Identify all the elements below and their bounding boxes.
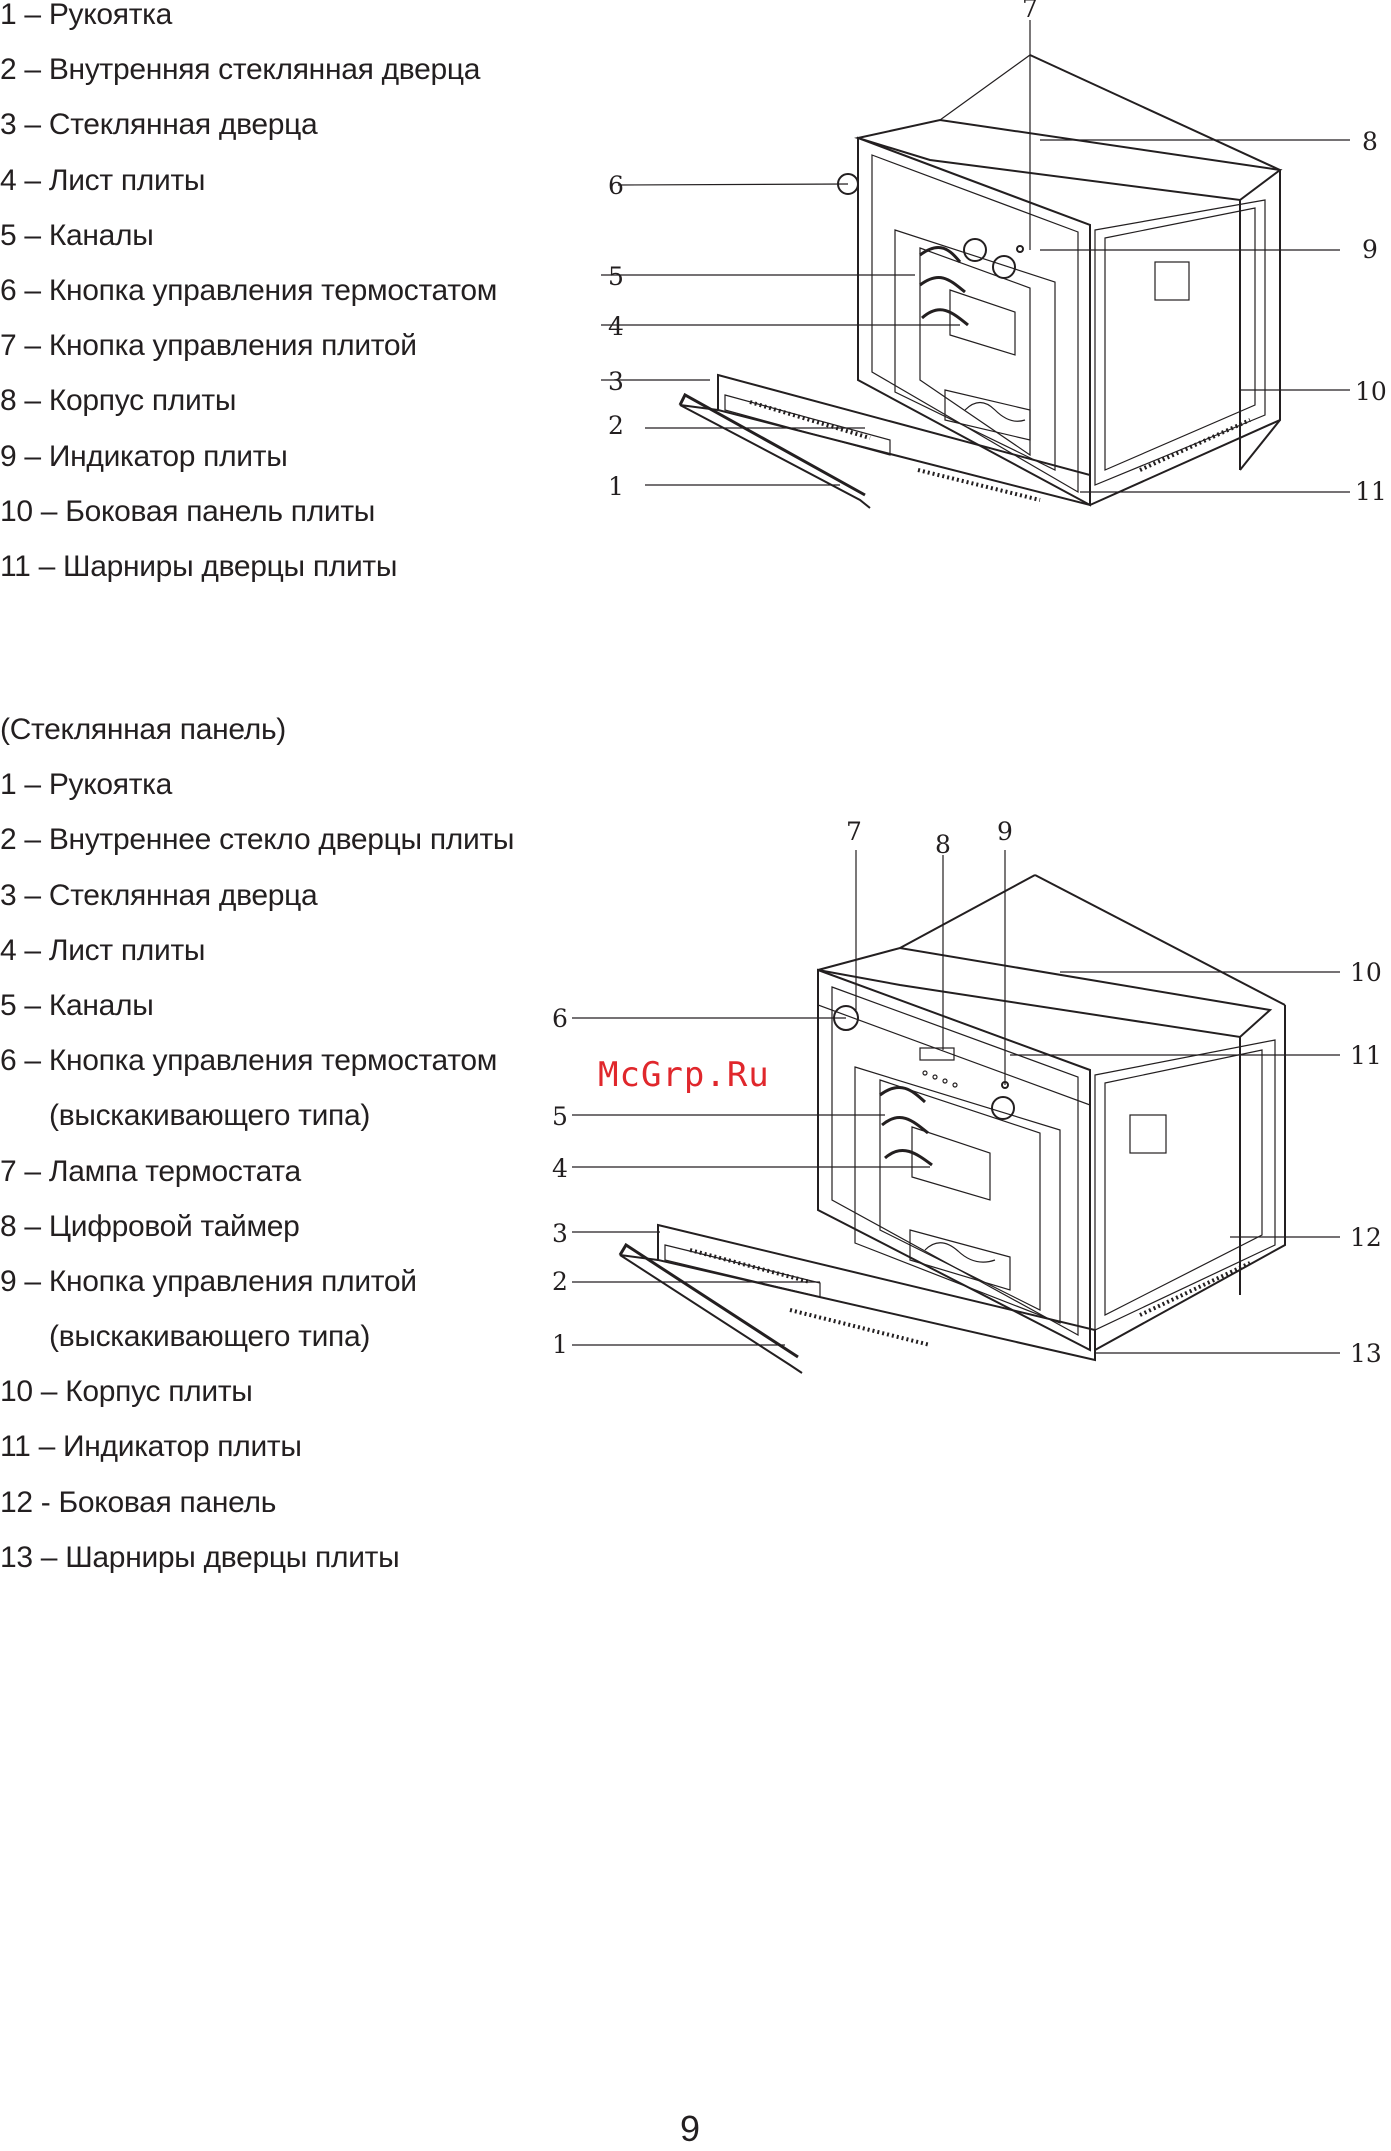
page-number: 9 (680, 2108, 701, 2149)
callout-2: 2 (552, 1267, 568, 1296)
legend-item: 8 – Цифровой таймер (0, 1209, 300, 1243)
oven-knob (991, 1096, 1015, 1120)
callout-10: 10 (1350, 958, 1382, 987)
callout-4: 4 (608, 312, 624, 341)
legend-item: 7 – Лампа термостата (0, 1154, 301, 1188)
callout-10: 10 (1355, 377, 1387, 406)
legend-item: 6 – Кнопка управления термостатом (0, 273, 498, 307)
callout-11: 11 (1355, 477, 1387, 506)
side-panel (1094, 1039, 1276, 1331)
callout-5: 5 (608, 262, 624, 291)
callout-labels: 1 2 3 4 5 6 7 8 9 10 11 12 13 (552, 817, 1382, 1368)
side-handle (1129, 1114, 1167, 1154)
callout-2: 2 (608, 411, 624, 440)
callout-6: 6 (608, 171, 624, 200)
watermark: McGrp.Ru (598, 1055, 770, 1095)
oven-diagram-2: 1 2 3 4 5 6 7 8 9 10 11 12 13 (552, 817, 1382, 1374)
legend-item: 9 – Индикатор плиты (0, 439, 288, 473)
legend-item: 1 – Рукоятка (0, 768, 173, 802)
legend-item: 11 – Шарниры дверцы плиты (0, 549, 398, 583)
oven-knob (963, 238, 987, 262)
callout-1: 1 (552, 1330, 568, 1359)
legend-item: 12 - Боковая панель (0, 1485, 277, 1519)
legend-item: 6 – Кнопка управления термостатом (0, 1044, 498, 1078)
legend-item-continuation: (выскакивающего типа) (49, 1320, 371, 1354)
callout-7: 7 (846, 817, 862, 846)
legend-item: 2 – Внутреннее стекло дверцы плиты (0, 823, 515, 857)
callout-12: 12 (1350, 1223, 1382, 1252)
legend-item: 10 – Корпус плиты (0, 1375, 253, 1409)
legend-item: 5 – Каналы (0, 218, 154, 252)
callout-lines (572, 850, 1340, 1354)
legend-item: 7 – Кнопка управления плитой (0, 329, 417, 363)
legend-heading: (Стеклянная панель) (0, 713, 286, 746)
legend-list-2: (Стеклянная панель) 1 – Рукоятка 2 – Вну… (0, 713, 515, 1598)
door-handle (618, 1242, 799, 1359)
side-handle (1154, 261, 1190, 301)
callout-6: 6 (552, 1004, 568, 1033)
legend-item: 11 – Индикатор плиты (0, 1430, 302, 1464)
oven-door (717, 373, 1091, 507)
legend-item: 2 – Внутренняя стеклянная дверца (0, 53, 481, 87)
callout-4: 4 (552, 1154, 568, 1183)
legend-item: 10 – Боковая панель плиты (0, 494, 376, 528)
legend-item: 13 – Шарниры дверцы плиты (0, 1540, 400, 1574)
callout-lines (601, 20, 1350, 493)
side-panel (1094, 199, 1266, 486)
legend-item: 3 – Стеклянная дверца (0, 108, 318, 142)
legend-list-1: 1 – Рукоятка 2 – Внутренняя стеклянная д… (0, 0, 497, 607)
oven-top (817, 946, 1273, 1039)
legend-item: 8 – Корпус плиты (0, 384, 237, 418)
legend-item: 4 – Лист плиты (0, 933, 206, 967)
legend-item: 9 – Кнопка управления плитой (0, 1264, 417, 1298)
callout-1: 1 (608, 472, 624, 501)
callout-7: 7 (1022, 0, 1038, 23)
oven-body (678, 54, 1283, 509)
legend-item: 3 – Стеклянная дверца (0, 878, 318, 912)
legend-item: 1 – Рукоятка (0, 0, 173, 31)
legend-item: 5 – Каналы (0, 988, 154, 1022)
callout-9: 9 (1362, 235, 1378, 264)
oven-body (618, 874, 1286, 1374)
oven-top (854, 118, 1283, 202)
callout-9: 9 (997, 817, 1013, 846)
control-panel (817, 969, 1091, 1106)
oven-knob (992, 255, 1016, 279)
legend-item: 4 – Лист плиты (0, 163, 206, 197)
callout-13: 13 (1350, 1339, 1382, 1368)
callout-8: 8 (1362, 127, 1378, 156)
callout-5: 5 (552, 1102, 568, 1131)
oven-diagram-1: 1 2 3 4 5 6 7 8 9 10 11 (601, 0, 1387, 509)
callout-3: 3 (552, 1219, 568, 1248)
indicator-lamp (1016, 245, 1024, 253)
legend-item-continuation: (выскакивающего типа) (49, 1099, 371, 1133)
door-handle (678, 392, 866, 497)
callout-labels: 1 2 3 4 5 6 7 8 9 10 11 (608, 0, 1387, 506)
digital-timer (919, 1047, 955, 1061)
callout-8: 8 (935, 830, 951, 859)
callout-11: 11 (1350, 1041, 1382, 1070)
callout-3: 3 (608, 367, 624, 396)
oven-door (657, 1223, 1096, 1362)
